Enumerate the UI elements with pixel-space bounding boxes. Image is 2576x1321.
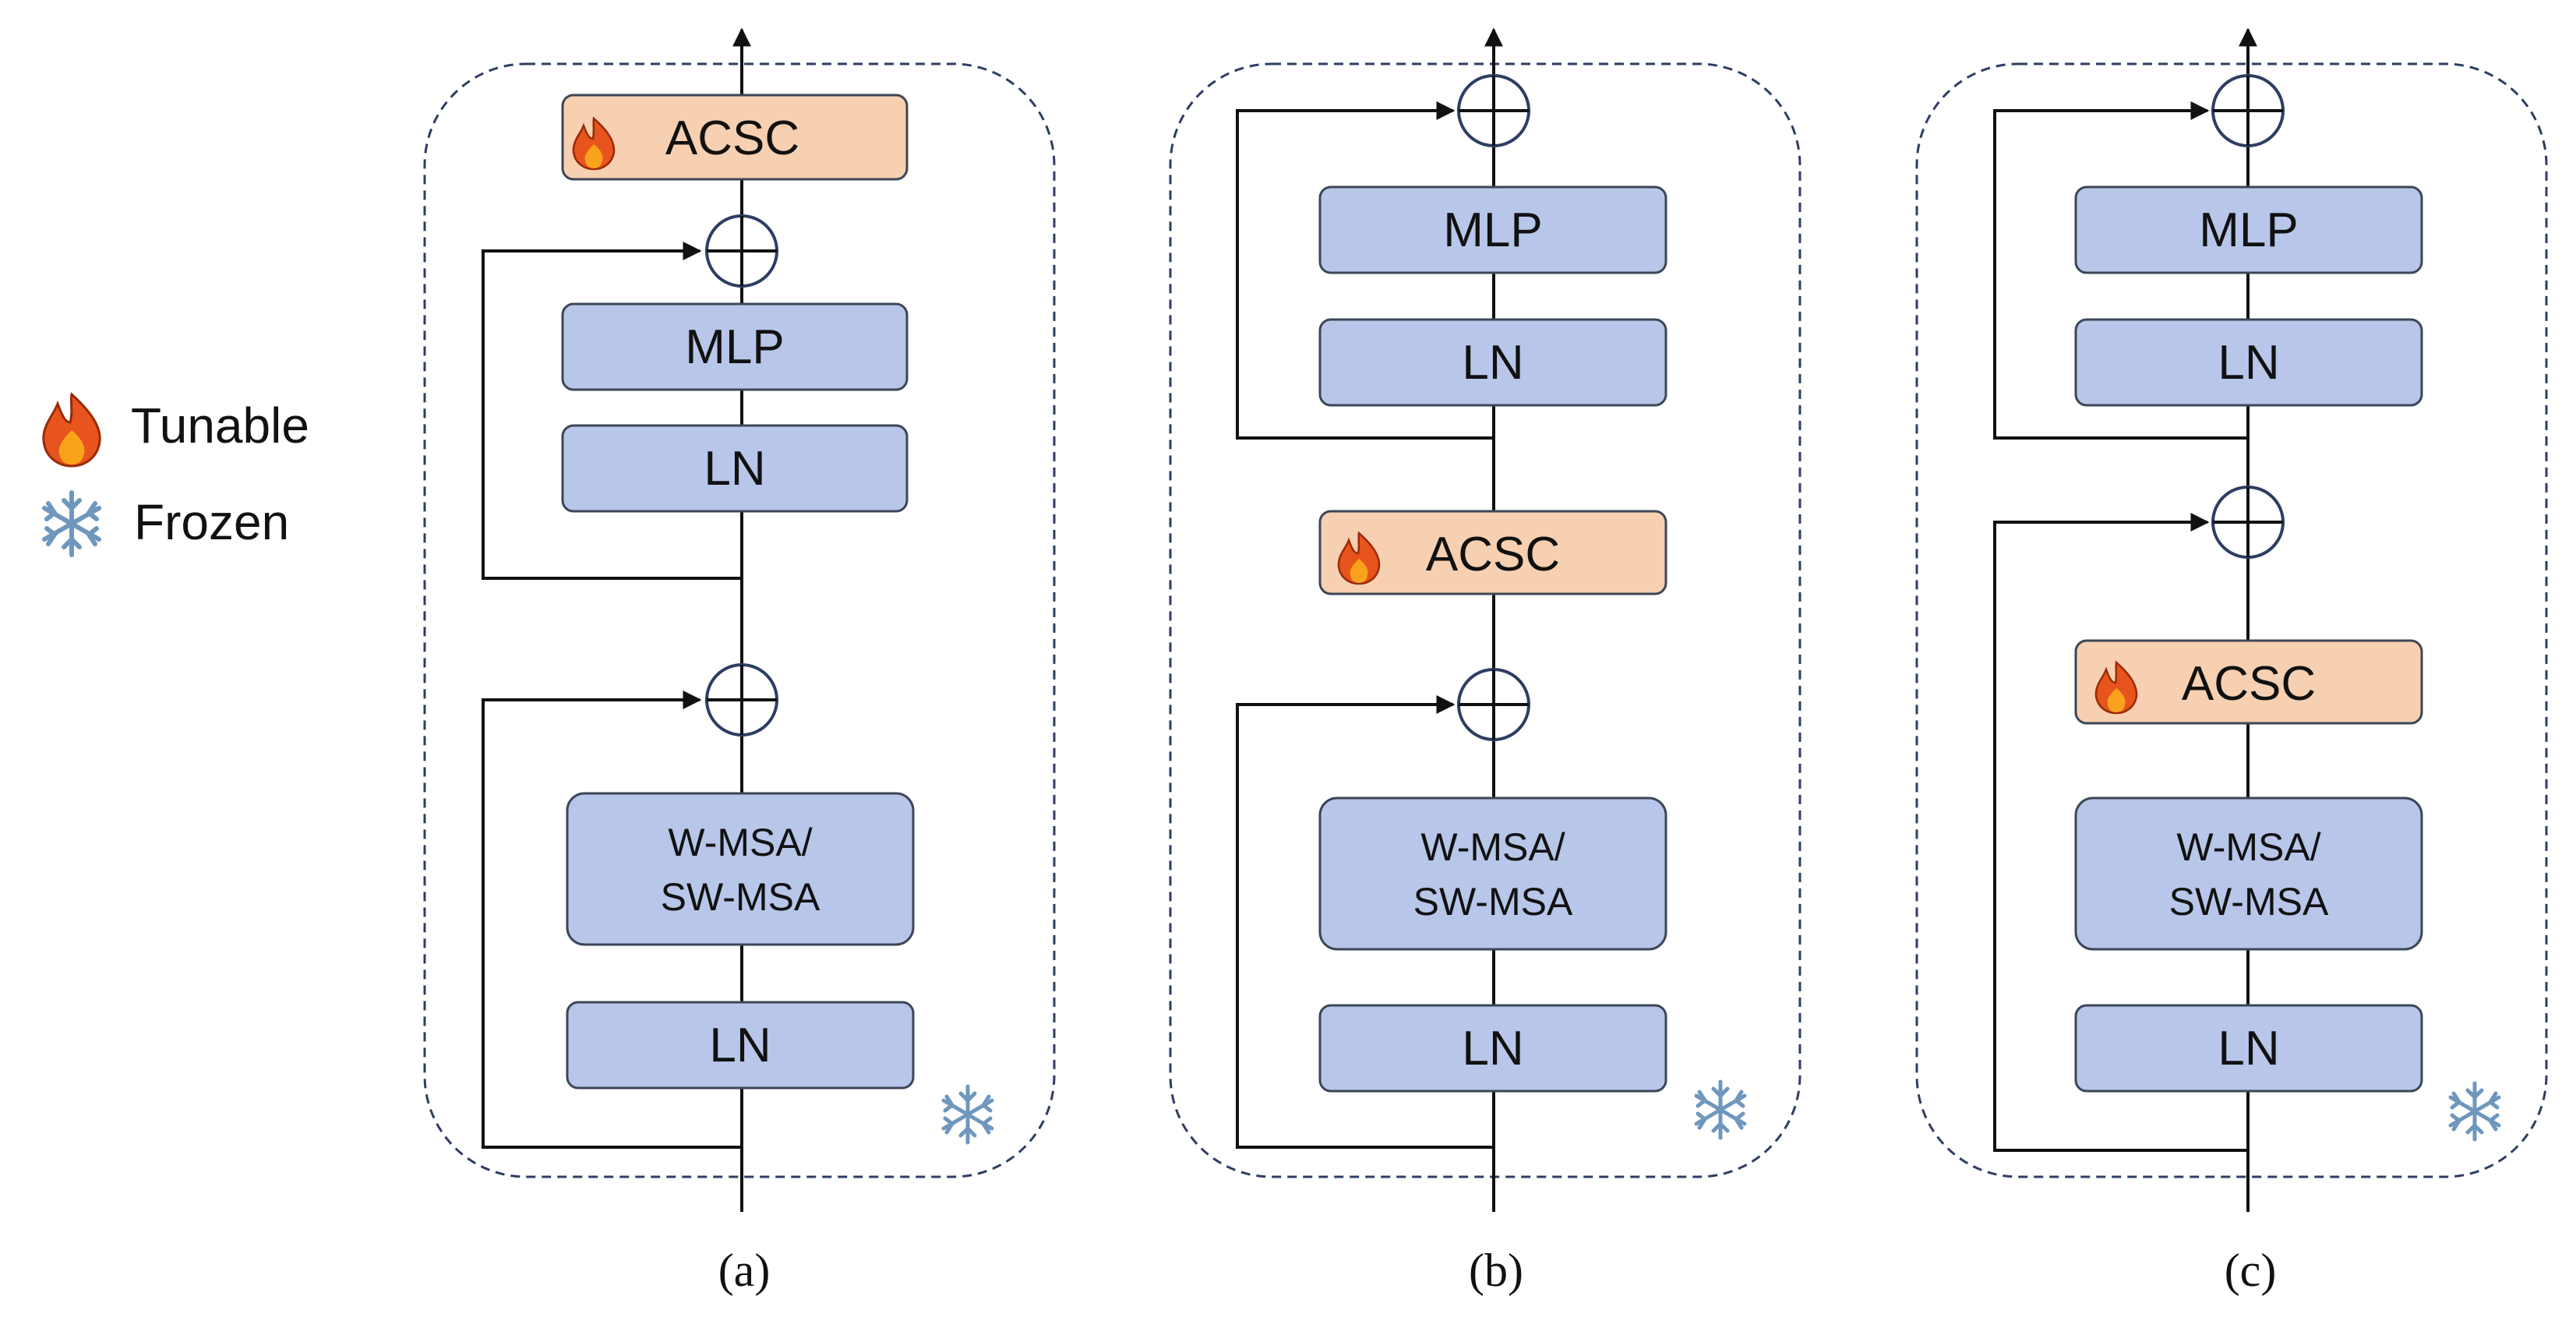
panel-a-residual-lower xyxy=(482,691,742,1149)
panel-b-msa-label-line2: SW-MSA xyxy=(1413,880,1573,924)
fire-icon xyxy=(1337,531,1381,585)
fire-icon xyxy=(42,392,101,468)
panel-a: ACSC MLP LN W-MSA/ SW-MSA LN xyxy=(423,27,1056,1296)
snowflake-icon xyxy=(2448,1081,2501,1142)
panel-c-ln-upper-label: LN xyxy=(2218,336,2279,390)
panel-a-residual-upper xyxy=(482,242,742,580)
panel-c-add-upper xyxy=(2211,74,2285,147)
panel-c-msa-label-line1: W-MSA/ xyxy=(2176,825,2320,869)
panel-c-dashed-border xyxy=(1915,62,2548,1178)
snowflake-icon xyxy=(941,1084,994,1145)
legend-frozen-label: Frozen xyxy=(134,494,289,550)
panel-c-caption: (c) xyxy=(2225,1245,2277,1296)
panel-a-mlp-label: MLP xyxy=(685,320,784,374)
panel-a-add-upper xyxy=(705,214,778,288)
panel-c-ln-upper-block: LN xyxy=(2074,318,2423,407)
panel-a-msa-block: W-MSA/ SW-MSA xyxy=(566,792,915,946)
panel-b-acsc-label: ACSC xyxy=(1426,528,1560,581)
panel-a-ln-upper-label: LN xyxy=(704,442,765,496)
legend: Tunable Frozen xyxy=(42,392,309,557)
panel-c-residual-upper xyxy=(1993,101,2248,440)
panel-c-add-lower xyxy=(2211,486,2285,559)
panel-b-add-upper xyxy=(1457,74,1530,147)
panel-b-ln-lower-label: LN xyxy=(1462,1022,1523,1076)
panel-b-add-lower xyxy=(1457,668,1530,741)
panel-a-msa-label-line1: W-MSA/ xyxy=(668,821,812,864)
panel-c-acsc-label: ACSC xyxy=(2182,657,2316,711)
panel-b-mlp-label: MLP xyxy=(1443,203,1542,257)
panel-b-ln-upper-block: LN xyxy=(1318,318,1667,407)
panel-c: MLP LN ACSC W-MSA/ SW-MSA LN xyxy=(1915,27,2548,1296)
panel-c-ln-lower-label: LN xyxy=(2218,1022,2279,1076)
panel-b-acsc-block: ACSC xyxy=(1318,510,1667,595)
panel-a-acsc-block: ACSC xyxy=(561,94,909,181)
panel-a-acsc-label: ACSC xyxy=(665,111,799,165)
panel-a-add-lower xyxy=(705,663,778,736)
panel-a-ln-lower-label: LN xyxy=(709,1019,771,1072)
panel-b-ln-lower-block: LN xyxy=(1318,1004,1667,1093)
panel-a-ln-upper-block: LN xyxy=(561,424,909,513)
panel-b-caption: (b) xyxy=(1469,1245,1523,1296)
snowflake-icon xyxy=(42,490,101,557)
panel-b-residual-upper xyxy=(1236,101,1494,440)
panel-b-msa-label-line1: W-MSA/ xyxy=(1420,825,1565,869)
panel-a-caption: (a) xyxy=(718,1245,771,1296)
panel-b-ln-upper-label: LN xyxy=(1462,336,1523,390)
fire-icon xyxy=(2094,660,2138,715)
panel-b-dashed-border xyxy=(1169,62,1801,1178)
legend-tunable-label: Tunable xyxy=(131,397,309,454)
panel-b-msa-block: W-MSA/ SW-MSA xyxy=(1318,796,1667,951)
panel-a-ln-lower-block: LN xyxy=(566,1001,915,1090)
panel-b-residual-lower xyxy=(1236,695,1494,1149)
panel-c-mlp-label: MLP xyxy=(2199,203,2298,257)
panel-c-ln-lower-block: LN xyxy=(2074,1004,2423,1093)
panel-a-dashed-border xyxy=(423,62,1056,1178)
panel-c-msa-label-line2: SW-MSA xyxy=(2169,880,2329,924)
panel-b: MLP LN ACSC W-MSA/ SW-MSA LN xyxy=(1169,27,1801,1296)
panel-a-mlp-block: MLP xyxy=(561,302,909,391)
panel-c-msa-block: W-MSA/ SW-MSA xyxy=(2074,796,2423,951)
panel-c-residual-lower xyxy=(1993,513,2248,1152)
panel-c-acsc-block: ACSC xyxy=(2074,639,2423,725)
panel-c-mlp-block: MLP xyxy=(2074,185,2423,274)
fire-icon xyxy=(572,116,616,171)
snowflake-icon xyxy=(1694,1079,1747,1140)
panel-a-msa-label-line2: SW-MSA xyxy=(661,875,820,919)
panel-b-mlp-block: MLP xyxy=(1318,185,1667,274)
